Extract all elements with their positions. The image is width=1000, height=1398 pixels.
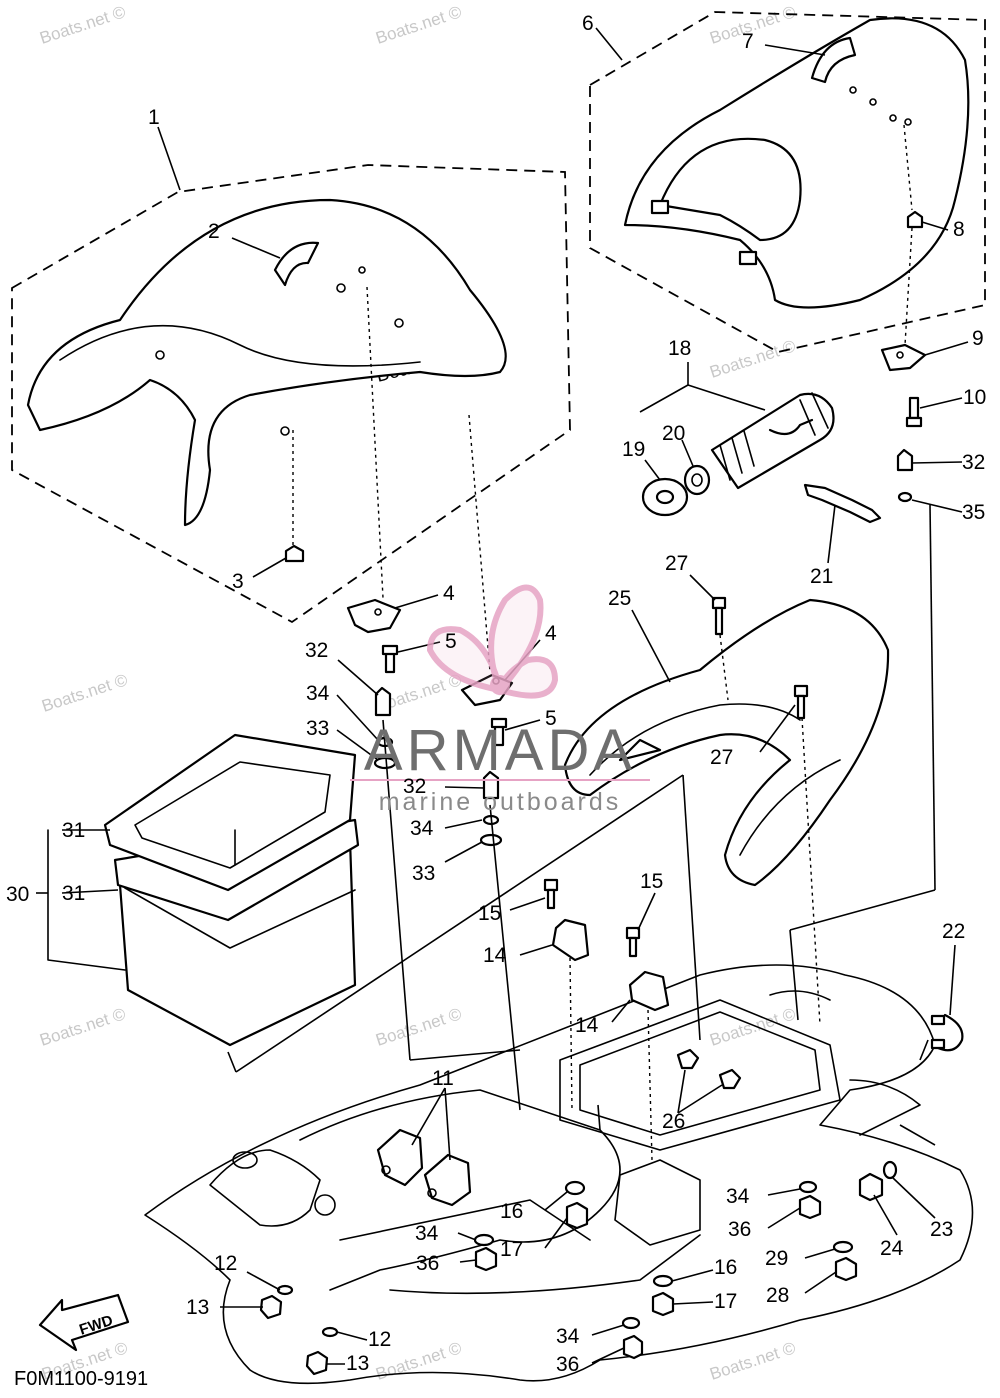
callout-34: 34 xyxy=(415,1222,439,1245)
callout-31: 31 xyxy=(62,882,85,905)
callout-32: 32 xyxy=(403,775,426,798)
callout-34: 34 xyxy=(306,682,330,705)
rear-seat xyxy=(623,17,970,309)
callout-11: 11 xyxy=(432,1067,454,1090)
callout-5: 5 xyxy=(545,707,557,730)
callout-25: 25 xyxy=(608,587,631,610)
logo-tagline: marine outboards xyxy=(379,788,622,816)
callout-36: 36 xyxy=(728,1218,751,1241)
watermark-text: Boats.net © xyxy=(373,2,464,48)
callout-3: 3 xyxy=(232,570,244,593)
callout-34: 34 xyxy=(556,1325,580,1348)
callout-7: 7 xyxy=(742,30,754,53)
armada-logo: ARMADA marine outboards xyxy=(350,584,650,816)
callout-36: 36 xyxy=(556,1353,579,1376)
front-seat-seam xyxy=(59,325,421,367)
hull-deck xyxy=(144,964,974,1385)
callout-17: 17 xyxy=(714,1290,737,1313)
callout-15: 15 xyxy=(478,902,501,925)
callout-17: 17 xyxy=(500,1238,523,1261)
hose-joint-assembly xyxy=(641,392,882,524)
callout-12: 12 xyxy=(368,1328,391,1351)
callout-16: 16 xyxy=(714,1256,737,1279)
callout-33: 33 xyxy=(306,717,329,740)
leader-lines xyxy=(36,27,969,1365)
callout-14: 14 xyxy=(575,1014,599,1037)
rear-seat-rubber-stopper xyxy=(906,210,924,229)
callout-13: 13 xyxy=(346,1352,369,1375)
rear-seat-latch xyxy=(738,250,758,266)
rear-seat-group xyxy=(589,11,986,353)
rear-seat-handle-opening xyxy=(658,137,802,242)
callout-layer: 1234455678910111212131314141515161617171… xyxy=(6,12,986,1376)
watermark-text: Boats.net © xyxy=(39,670,130,716)
callout-16: 16 xyxy=(500,1200,523,1223)
callout-27: 27 xyxy=(665,552,688,575)
reference-lines xyxy=(227,504,936,1146)
watermark-text: Boats.net © xyxy=(37,2,128,48)
handle-grip xyxy=(563,598,890,887)
mount-bolts xyxy=(543,878,641,958)
front-seat xyxy=(26,198,507,527)
watermark-text: Boats.net © xyxy=(707,336,798,382)
callout-21: 21 xyxy=(810,565,833,588)
callout-10: 10 xyxy=(963,386,986,409)
callout-29: 29 xyxy=(765,1247,788,1270)
callout-36: 36 xyxy=(416,1252,439,1275)
hose-joint xyxy=(710,392,835,490)
callout-26: 26 xyxy=(662,1110,685,1133)
diagram-code: F0M1100-9191 xyxy=(14,1368,148,1390)
rear-seat-grip xyxy=(810,36,857,84)
callout-5: 5 xyxy=(445,630,457,653)
callout-33: 33 xyxy=(412,862,435,885)
logo-name: ARMADA xyxy=(364,718,636,783)
callout-34: 34 xyxy=(410,817,434,840)
callout-31: 31 xyxy=(62,819,85,842)
rear-latch-bracket xyxy=(880,343,927,503)
watermark-text: Boats.net © xyxy=(707,1338,798,1384)
rear-seat-group-boundary xyxy=(589,11,986,353)
callout-34: 34 xyxy=(726,1185,750,1208)
callout-23: 23 xyxy=(930,1218,953,1241)
front-seat-group xyxy=(11,164,571,624)
callout-19: 19 xyxy=(622,438,645,461)
callout-27: 27 xyxy=(710,746,733,769)
hose-band xyxy=(803,483,882,524)
callout-13: 13 xyxy=(186,1296,209,1319)
callout-1: 1 xyxy=(148,106,160,129)
callout-2: 2 xyxy=(208,220,220,243)
watermark-text: Boats.net © xyxy=(37,1004,128,1050)
grip-bolts xyxy=(711,596,809,720)
front-seat-rubber-stopper xyxy=(284,544,305,563)
callout-30: 30 xyxy=(6,883,29,906)
front-seat-grip xyxy=(273,241,320,287)
callout-35: 35 xyxy=(962,501,985,524)
callout-32: 32 xyxy=(305,639,328,662)
callout-32: 32 xyxy=(962,451,985,474)
callout-4: 4 xyxy=(443,582,455,605)
callout-14: 14 xyxy=(483,944,507,967)
callout-28: 28 xyxy=(766,1284,789,1307)
callout-9: 9 xyxy=(972,327,984,350)
callout-8: 8 xyxy=(953,218,965,241)
alignment-lines xyxy=(292,124,913,1161)
mounts xyxy=(376,918,670,1207)
rear-seat-latch xyxy=(650,199,670,215)
watermark-text: Boats.net © xyxy=(373,1004,464,1050)
callout-22: 22 xyxy=(942,920,965,943)
washer xyxy=(683,464,711,496)
callout-6: 6 xyxy=(582,12,594,35)
storage-box-assembly xyxy=(47,733,360,1047)
callout-24: 24 xyxy=(880,1237,904,1260)
callout-12: 12 xyxy=(214,1252,237,1275)
front-seat-group-boundary xyxy=(11,164,571,624)
callout-4: 4 xyxy=(545,622,557,645)
callout-20: 20 xyxy=(662,422,685,445)
callout-18: 18 xyxy=(668,337,691,360)
storage-box-gasket xyxy=(103,733,357,892)
callout-15: 15 xyxy=(640,870,663,893)
